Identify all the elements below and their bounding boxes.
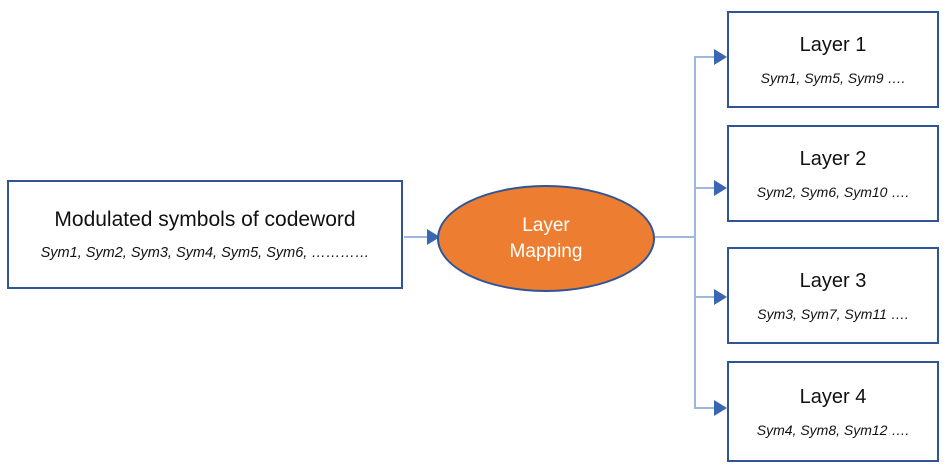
connector-mapping-trunk-vertical: [694, 57, 696, 409]
arrow-head-layer-3: [714, 289, 727, 305]
layer-box-2: Layer 2 Sym2, Sym6, Sym10 ….: [727, 125, 939, 222]
layer-4-symbols: Sym4, Sym8, Sym12 ….: [756, 421, 910, 438]
layer-3-symbols: Sym3, Sym7, Sym11 ….: [757, 305, 909, 322]
connector-source-to-mapping: [404, 236, 430, 238]
connector-branch-layer-2: [694, 187, 718, 189]
arrow-head-layer-1: [714, 49, 727, 65]
arrow-head-into-mapping: [427, 229, 440, 245]
layer-box-1: Layer 1 Sym1, Sym5, Sym9 ….: [727, 11, 939, 108]
layer-box-3: Layer 3 Sym3, Sym7, Sym11 ….: [727, 247, 939, 344]
ellipse-label-line2: Mapping: [509, 240, 583, 262]
layer-mapping-ellipse: Layer Mapping: [437, 185, 655, 292]
layer-1-symbols: Sym1, Sym5, Sym9 ….: [760, 69, 906, 86]
arrow-head-layer-4: [714, 400, 727, 416]
source-codeword-box: Modulated symbols of codeword Sym1, Sym2…: [7, 180, 403, 289]
connector-branch-layer-4: [694, 407, 718, 409]
layer-1-title: Layer 1: [799, 33, 867, 56]
ellipse-label-line1: Layer: [522, 215, 570, 237]
source-box-symbols: Sym1, Sym2, Sym3, Sym4, Sym5, Sym6, …………: [40, 245, 370, 262]
connector-mapping-trunk-horizontal: [655, 236, 695, 238]
layer-box-4: Layer 4 Sym4, Sym8, Sym12 ….: [727, 361, 939, 462]
connector-branch-layer-3: [694, 296, 718, 298]
arrow-head-layer-2: [714, 180, 727, 196]
source-box-title: Modulated symbols of codeword: [54, 207, 356, 231]
layer-3-title: Layer 3: [799, 269, 867, 292]
layer-4-title: Layer 4: [799, 385, 867, 408]
layer-2-symbols: Sym2, Sym6, Sym10 ….: [756, 183, 910, 200]
connector-branch-layer-1: [694, 56, 718, 58]
layer-2-title: Layer 2: [799, 147, 867, 170]
